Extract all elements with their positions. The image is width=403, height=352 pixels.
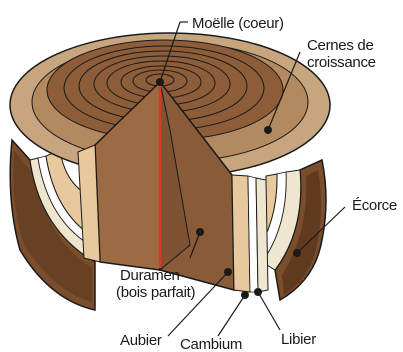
label-libier: Libier [281, 331, 316, 348]
label-duramen-line2: (bois parfait) [116, 284, 195, 301]
label-cambium: Cambium [180, 336, 242, 352]
label-ecorce: Écorce [352, 197, 397, 214]
label-duramen-line1: Duramen [120, 267, 180, 284]
label-moelle: Moëlle (coeur) [192, 15, 284, 32]
label-aubier: Aubier [120, 332, 162, 349]
label-cernes-line1: Cernes de [307, 37, 374, 54]
label-cernes-line2: croissance [307, 54, 376, 71]
